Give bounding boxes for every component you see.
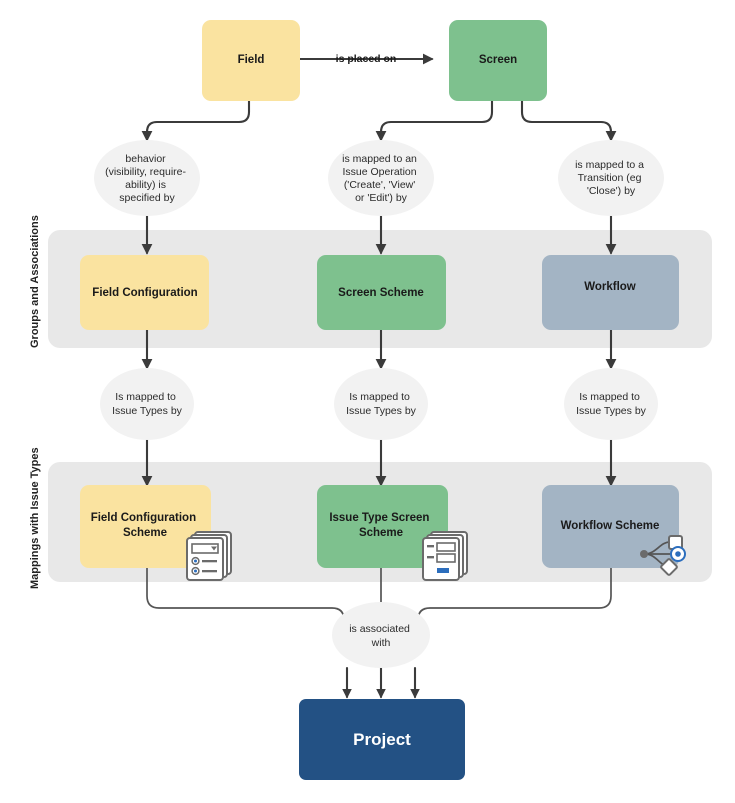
node-field-configuration[interactable]: Field Configuration (80, 255, 209, 330)
screen-documents-icon (422, 531, 468, 581)
node-workflow[interactable]: Workflow (542, 255, 679, 330)
band-label-mappings-with-issue-types: Mappings with Issue Types (29, 447, 41, 589)
node-screen-label: Screen (479, 54, 517, 66)
edge-label-issue-operation-bubble (328, 140, 434, 216)
connector-field-to-behavior (141, 99, 251, 142)
edge-label-associated-with-bubble (332, 602, 430, 668)
edge-label-is-placed-on: is placed on (336, 53, 397, 65)
node-workflow-scheme[interactable]: Workflow Scheme (542, 485, 679, 568)
node-issue-type-screen-scheme[interactable]: Issue Type Screen Scheme (317, 485, 448, 568)
node-project[interactable]: Project (299, 699, 465, 780)
edge-label-associated-with: is associated with (349, 623, 413, 649)
edge-label-mapped-issue-types-2: Is mapped to Issue Types by (346, 391, 417, 417)
node-workflow-scheme-label: Workflow Scheme (561, 520, 660, 532)
workflow-branch-icon (640, 535, 686, 576)
edge-label-issue-operation: is mapped to an Issue Operation ('Create… (342, 153, 420, 204)
edge-label-mapped-issue-types-bubble-2 (334, 368, 428, 440)
edge-label-mapped-issue-types-1: Is mapped to Issue Types by (112, 391, 183, 417)
edge-label-transition-bubble (558, 140, 664, 216)
node-field-label: Field (238, 54, 265, 66)
edge-label-transition: is mapped to a Transition (eg 'Close') b… (575, 159, 647, 197)
node-project-label: Project (353, 730, 411, 749)
node-field-configuration-scheme[interactable]: Field Configuration Scheme (80, 485, 211, 568)
edge-label-behavior-bubble (94, 140, 200, 216)
node-field-configuration-label: Field Configuration (92, 287, 197, 299)
form-documents-icon (186, 531, 232, 581)
edge-label-mapped-issue-types-3: Is mapped to Issue Types by (576, 391, 647, 417)
node-workflow-label: Workflow (584, 281, 636, 293)
band-label-groups-and-associations: Groups and Associations (29, 215, 41, 348)
connector-screen-to-transition (520, 99, 617, 142)
node-field[interactable]: Field (202, 20, 300, 101)
connector-screen-to-issue-operation (375, 99, 494, 142)
edge-label-behavior: behavior (visibility, require- ability) … (105, 153, 189, 204)
node-field-configuration-scheme-label: Field Configuration Scheme (91, 512, 200, 539)
node-screen-scheme-label: Screen Scheme (338, 287, 424, 299)
node-screen-scheme[interactable]: Screen Scheme (317, 255, 446, 330)
node-screen[interactable]: Screen (449, 20, 547, 101)
edge-label-mapped-issue-types-bubble-1 (100, 368, 194, 440)
node-issue-type-screen-scheme-label: Issue Type Screen Scheme (329, 512, 432, 539)
edge-label-mapped-issue-types-bubble-3 (564, 368, 658, 440)
